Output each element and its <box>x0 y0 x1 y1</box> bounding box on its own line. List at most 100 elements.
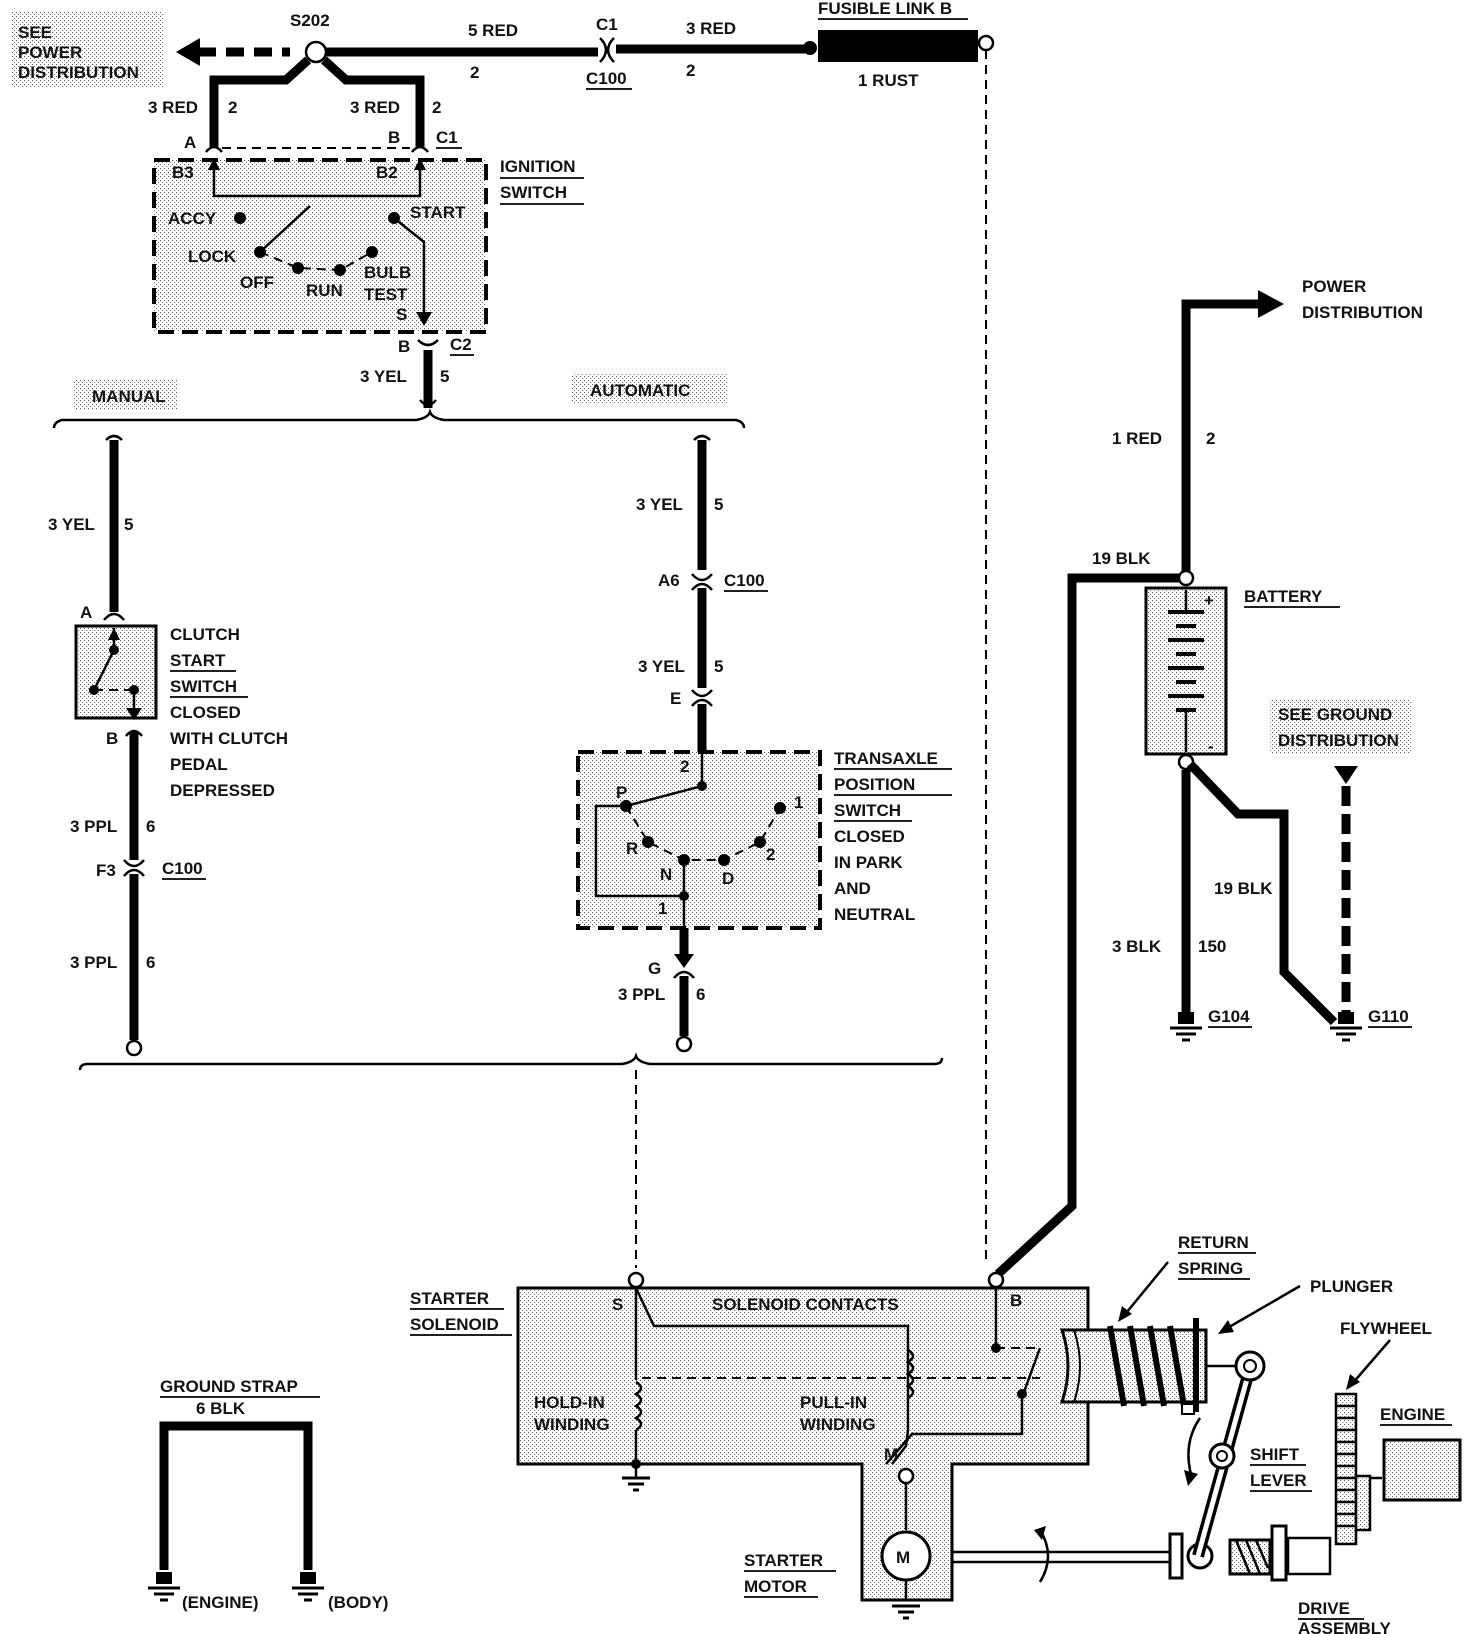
ignition-switch-label1: IGNITION <box>500 157 576 176</box>
wire-5red-label: 5 RED <box>468 21 518 40</box>
pull-in-label2: WINDING <box>800 1415 876 1434</box>
auto-a6-label: A6 <box>658 571 680 590</box>
b3-label: B3 <box>172 163 194 182</box>
transaxle-label7: NEUTRAL <box>834 905 915 924</box>
plunger-label: PLUNGER <box>1310 1277 1393 1296</box>
starter-motor-icon: M <box>880 1467 932 1620</box>
manual-yel-label: 3 YEL <box>48 515 95 534</box>
fusible-link-label: FUSIBLE LINK B <box>818 0 952 18</box>
arrow-left-icon <box>176 38 200 66</box>
see-power-line2: POWER <box>18 43 82 62</box>
blk-150-label: 150 <box>1198 937 1226 956</box>
red-1-label: 1 RED <box>1112 429 1162 448</box>
clutch-label5: WITH CLUTCH <box>170 729 288 748</box>
blk-19b-label: 19 BLK <box>1214 879 1273 898</box>
arrow-down-icon <box>1334 766 1358 784</box>
manual-label: MANUAL <box>92 387 166 406</box>
clutch-label7: DEPRESSED <box>170 781 275 800</box>
wire-3red-a <box>209 56 312 148</box>
return-spring-label2: SPRING <box>1178 1259 1243 1278</box>
c2-label: C2 <box>450 335 472 354</box>
transaxle-label4: CLOSED <box>834 827 905 846</box>
left-3red-label: 3 RED <box>148 98 198 117</box>
fusible-link-b <box>818 30 978 62</box>
c100-top-label: C100 <box>586 69 627 88</box>
run-label: RUN <box>306 281 343 300</box>
g104-label: G104 <box>1208 1007 1250 1026</box>
t-n-label: N <box>660 865 672 884</box>
wire-19blk-a <box>994 573 1186 1278</box>
solenoid-contacts-label: SOLENOID CONTACTS <box>712 1295 899 1314</box>
engine-ground-label: (ENGINE) <box>182 1593 259 1612</box>
starter-motor-label1: STARTER <box>744 1551 823 1570</box>
right-3red-label: 3 RED <box>350 98 400 117</box>
red-2-label: 2 <box>1206 429 1215 448</box>
ignition-switch-label2: SWITCH <box>500 183 567 202</box>
power-dist-label1: POWER <box>1302 277 1366 296</box>
shift-lever-label1: SHIFT <box>1250 1445 1300 1464</box>
off-label: OFF <box>240 273 274 292</box>
battery: + - <box>1144 586 1228 756</box>
transaxle-label2: POSITION <box>834 775 915 794</box>
drive-assembly-label1: DRIVE <box>1298 1599 1350 1618</box>
wire-1red <box>1181 299 1262 578</box>
motor-m-label: M <box>896 1548 910 1567</box>
wire-3red-b <box>320 56 425 148</box>
ground-strap-label1: GROUND STRAP <box>160 1377 298 1396</box>
pin-a-label: A <box>184 133 196 152</box>
battery-label: BATTERY <box>1244 587 1323 606</box>
transaxle-label3: SWITCH <box>834 801 901 820</box>
see-power-distribution-box: SEE POWER DISTRIBUTION <box>12 12 164 88</box>
auto-yel2-label: 3 YEL <box>638 657 685 676</box>
fusible-link-terminal <box>977 34 995 52</box>
t-2r-label: 2 <box>766 845 775 864</box>
auto-ppl-label: 3 PPL <box>618 985 665 1004</box>
pull-in-label1: PULL-IN <box>800 1393 867 1412</box>
auto-5a-label: 5 <box>714 495 723 514</box>
t-2top-label: 2 <box>680 757 689 776</box>
see-ground-label2: DISTRIBUTION <box>1278 731 1399 750</box>
m-term-label: M <box>884 1445 898 1464</box>
ground-strap-label2: 6 BLK <box>196 1399 246 1418</box>
s-term-label: S <box>612 1295 623 1314</box>
clutch-label1: CLUTCH <box>170 625 240 644</box>
starter-solenoid: S B SOLENOID CONTACTS M HOLD-IN WINDING … <box>516 1271 1090 1602</box>
starter-solenoid-label1: STARTER <box>410 1289 489 1308</box>
see-ground-label1: SEE GROUND <box>1278 705 1392 724</box>
c1-switch-label: C1 <box>436 128 458 147</box>
flywheel <box>1334 1392 1382 1546</box>
engine-label: ENGINE <box>1380 1405 1445 1424</box>
hold-in-label2: WINDING <box>534 1415 610 1434</box>
manual-5-label: 5 <box>124 515 133 534</box>
drive-assembly <box>1168 1524 1332 1582</box>
left-2-label: 2 <box>228 98 237 117</box>
see-power-line3: DISTRIBUTION <box>18 63 139 82</box>
bottom-brace <box>78 1052 944 1071</box>
g110-label: G110 <box>1368 1007 1409 1026</box>
blk-19a-label: 19 BLK <box>1092 549 1151 568</box>
ground-strap-wire <box>159 1421 313 1570</box>
manual-c100-label: C100 <box>162 859 203 878</box>
circuit-2a-label: 2 <box>470 63 479 82</box>
manual-ppl2-label: 3 PPL <box>70 953 117 972</box>
test-label: TEST <box>364 285 408 304</box>
clutch-label6: PEDAL <box>170 755 228 774</box>
auto-5b-label: 5 <box>714 657 723 676</box>
s202-splice <box>304 40 328 64</box>
five-top-label: 5 <box>440 367 449 386</box>
blk-3-label: 3 BLK <box>1112 937 1162 956</box>
t-r-label: R <box>626 839 638 858</box>
t-1r-label: 1 <box>794 793 803 812</box>
flywheel-label: FLYWHEEL <box>1340 1319 1432 1338</box>
automatic-label: AUTOMATIC <box>590 381 690 400</box>
yel-3-top-label: 3 YEL <box>360 367 407 386</box>
starter-solenoid-label2: SOLENOID <box>410 1315 499 1334</box>
engine-block <box>1382 1438 1462 1502</box>
start-label: START <box>410 203 466 222</box>
b2-label: B2 <box>376 163 398 182</box>
g104-ground-icon <box>1170 1012 1202 1042</box>
s-pin-label: S <box>396 305 407 324</box>
clutch-start-switch <box>74 624 158 720</box>
clutch-label3: SWITCH <box>170 677 237 696</box>
right-2-label: 2 <box>432 98 441 117</box>
